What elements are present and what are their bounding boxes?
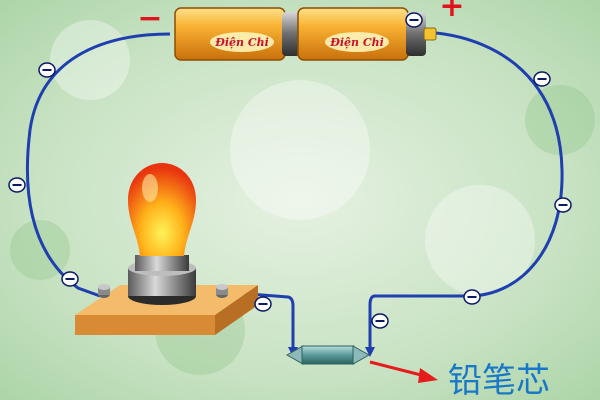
electron-symbol	[533, 71, 551, 87]
pencil-lead	[285, 345, 371, 365]
light-bulb	[128, 163, 196, 305]
positive-sign: +	[439, 0, 464, 24]
electrons	[8, 12, 572, 329]
battery-positive-terminal	[423, 27, 437, 41]
electron-symbol	[254, 296, 272, 312]
pencil-lead-caption: 铅笔芯	[448, 361, 550, 400]
electron-symbol	[554, 197, 572, 213]
electron-symbol	[371, 313, 389, 329]
electron-symbol	[463, 289, 481, 305]
battery-right: Điện Chi	[297, 7, 409, 61]
wire-bulb-to-lead	[221, 290, 298, 357]
electron-symbol	[405, 12, 423, 28]
wire-right	[365, 31, 564, 357]
electron-symbol	[8, 177, 26, 193]
battery-left-label: Điện Chi	[214, 36, 269, 49]
battery-left: Điện Chi	[174, 7, 286, 61]
battery-connector	[282, 12, 300, 56]
wire-left	[26, 32, 171, 298]
negative-sign: −	[137, 1, 162, 36]
electron-symbol	[61, 271, 79, 287]
battery-right-label: Điện Chi	[329, 36, 384, 49]
lead-pointer-arrow	[369, 360, 438, 383]
electron-symbol	[38, 62, 56, 78]
